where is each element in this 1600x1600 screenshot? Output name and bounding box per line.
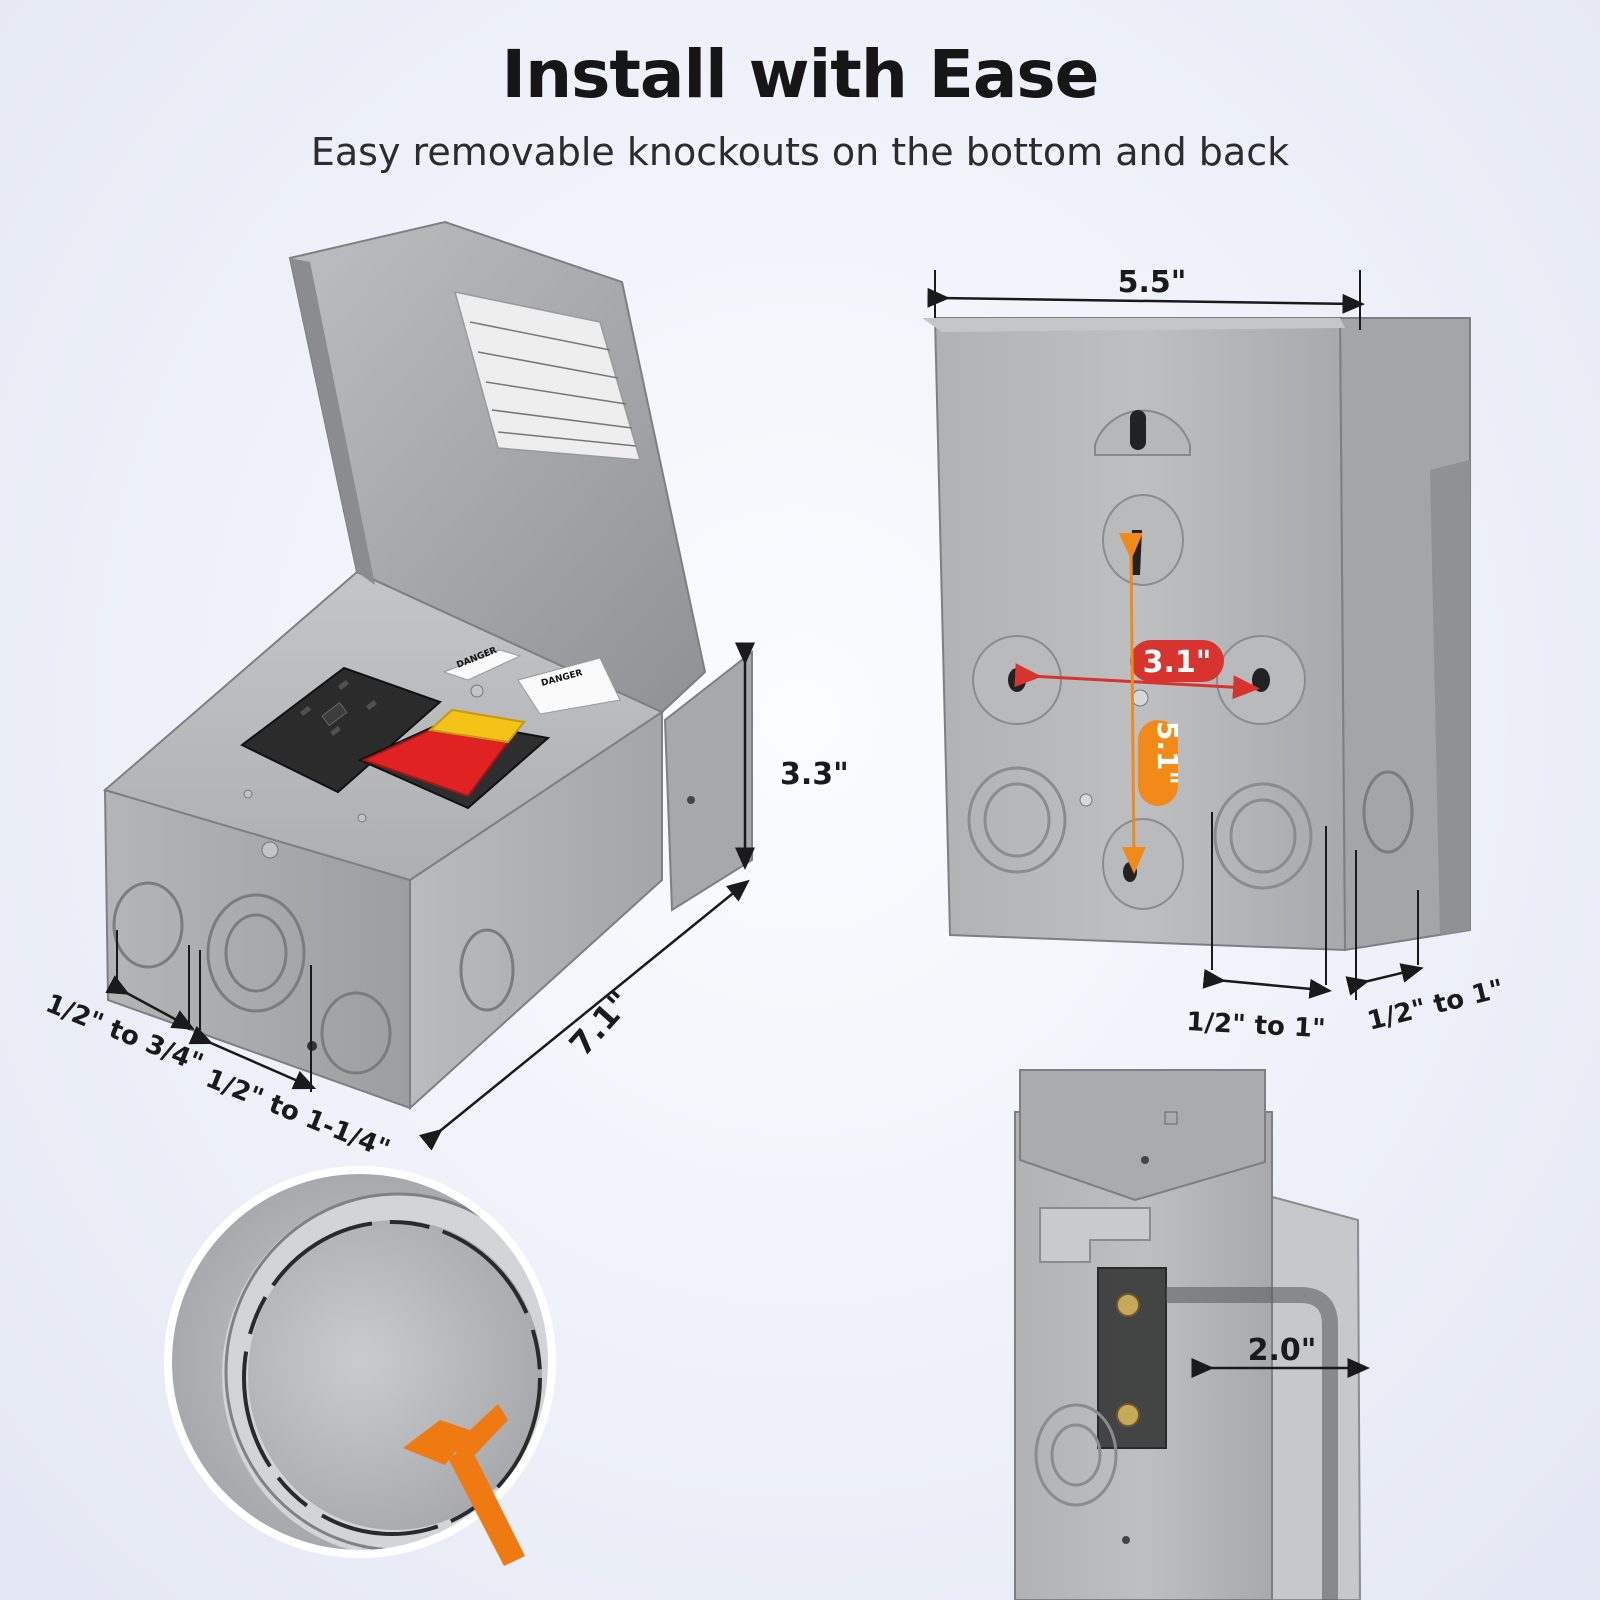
hammer-icon <box>403 1404 525 1566</box>
dim-knockout-bottom-label: 1/2" to 1" <box>1186 1007 1327 1044</box>
left-box: DANGER DANGER <box>102 220 753 1111</box>
keyhole-slot <box>1094 409 1191 456</box>
dim-offset-label: 2.0" <box>1248 1333 1317 1368</box>
back-knockouts <box>967 766 1313 890</box>
page-title: Install with Ease <box>501 36 1100 113</box>
dim-hole-vertical-label: 5.1" <box>1151 721 1184 785</box>
side-box <box>1014 1069 1362 1600</box>
gfci-outlet <box>240 666 442 794</box>
dim-hole-horizontal-label: 3.1" <box>1143 645 1212 680</box>
dim-width-label: 5.5" <box>1118 265 1187 300</box>
dim-knockout-side-label: 1/2" to 1" <box>1364 974 1506 1037</box>
knockout-closeup <box>164 1166 556 1566</box>
side-knockout <box>1362 770 1414 854</box>
side-box-top-cap <box>1019 1069 1266 1202</box>
dim-height-label: 3.3" <box>780 757 849 792</box>
cover-label <box>453 291 642 461</box>
right-box <box>922 317 1471 952</box>
switch-yellow-paddle <box>427 708 526 744</box>
page-subtitle: Easy removable knockouts on the bottom a… <box>310 130 1290 174</box>
side-box-dimensions: 2.0" <box>1191 1333 1370 1378</box>
